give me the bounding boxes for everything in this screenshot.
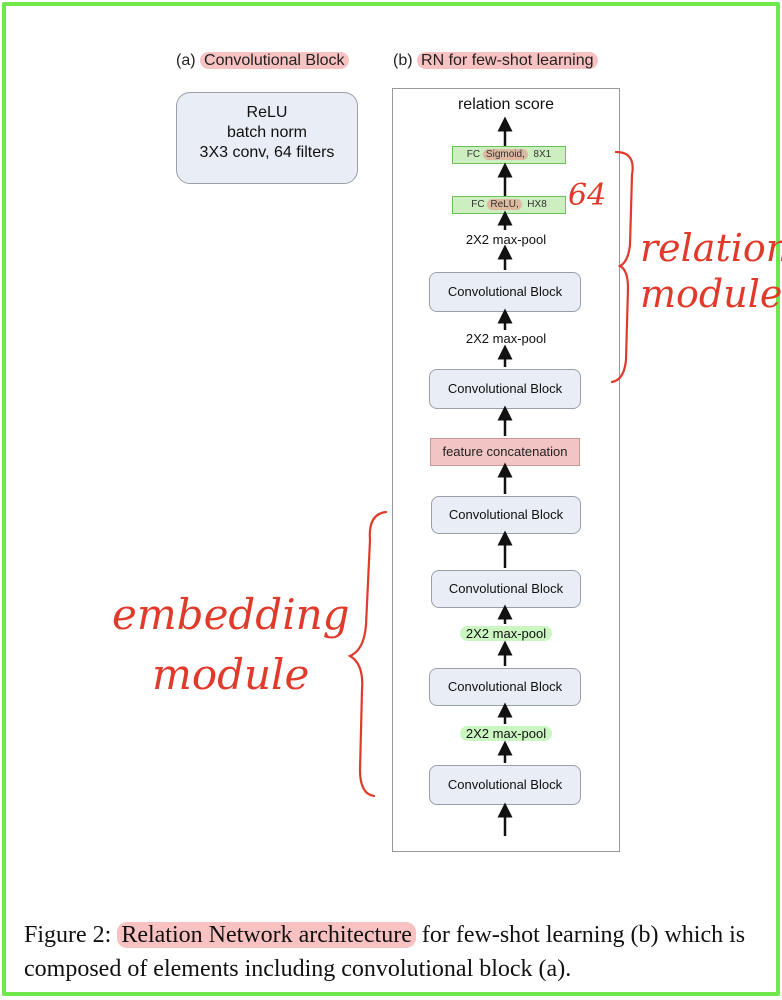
conv-block-relation-2: Convolutional Block	[429, 369, 581, 409]
conv-block-embedding-2: Convolutional Block	[429, 668, 581, 706]
embedding-module-label-2: module	[152, 650, 310, 699]
panel-a-label: (a) Convolutional Block	[176, 52, 349, 70]
max-pool-embedding-2: 2X2 max-pool	[430, 626, 582, 641]
embedding-module-brace	[347, 510, 388, 798]
layer-conv: 3X3 conv, 64 filters	[199, 144, 335, 161]
caption-text: for few-shot learning (b) which is compo…	[24, 922, 746, 982]
max-pool-embedding-1: 2X2 max-pool	[430, 726, 582, 741]
embedding-module-label-1: embedding	[112, 590, 350, 639]
relation-score-label: relation score	[457, 96, 555, 113]
max-pool-mid: 2X2 max-pool	[465, 331, 547, 346]
caption-label: Figure 2:	[24, 922, 112, 948]
caption-highlight: Relation Network architecture	[117, 922, 416, 948]
conv-block-embedding-1: Convolutional Block	[429, 765, 581, 805]
panel-b-title: RN for few-shot learning	[417, 52, 598, 69]
feature-concatenation: feature concatenation	[430, 438, 580, 466]
fc-size-note: 64	[568, 178, 607, 213]
panel-a-title: Convolutional Block	[200, 52, 349, 69]
layer-relu: ReLU	[246, 104, 288, 121]
max-pool-top: 2X2 max-pool	[465, 232, 547, 247]
conv-block-legend: ReLU batch norm 3X3 conv, 64 filters	[176, 92, 358, 184]
layer-batch-norm: batch norm	[226, 124, 308, 141]
rn-panel-border	[392, 88, 620, 852]
conv-block-embedding-4: Convolutional Block	[431, 496, 581, 534]
conv-block-embedding-3: Convolutional Block	[431, 570, 581, 608]
figure-caption: Figure 2: Relation Network architecture …	[24, 918, 764, 986]
relation-module-label-2: module	[640, 272, 782, 316]
panel-b-label: (b) RN for few-shot learning	[393, 52, 598, 70]
relation-module-label-1: relation	[640, 226, 782, 270]
relation-module-brace	[610, 150, 634, 384]
